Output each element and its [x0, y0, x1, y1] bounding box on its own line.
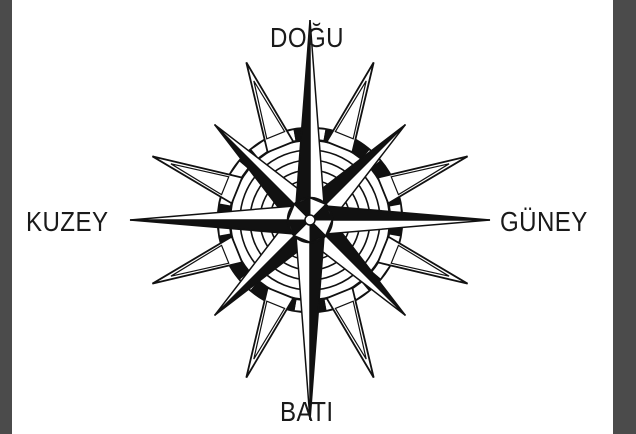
main-point-dark: [310, 220, 324, 420]
main-point-light: [296, 220, 310, 420]
label-west: KUZEY: [26, 208, 108, 236]
label-east: GÜNEY: [500, 208, 588, 236]
label-north: DOĞU: [270, 24, 344, 52]
hub-center: [305, 215, 315, 225]
compass-hub: [288, 198, 332, 242]
label-south: BATI: [280, 398, 333, 426]
